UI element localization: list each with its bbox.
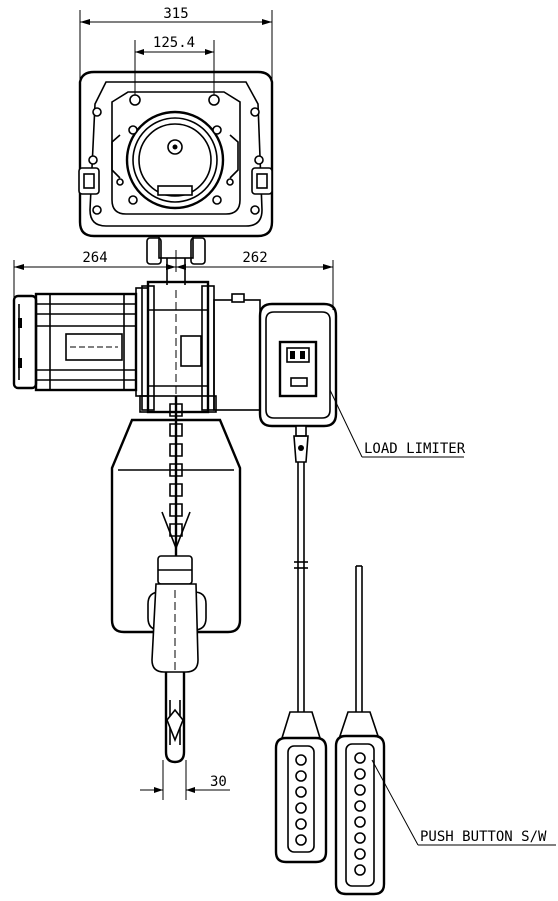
- dimension-264-label: 264: [82, 250, 107, 266]
- hook-block: [147, 555, 207, 673]
- dimension-264-262: 264 262: [13, 250, 334, 310]
- dimension-30: 30: [140, 760, 230, 800]
- load-limiter-label: LOAD LIMITER: [364, 441, 466, 457]
- pendant-switch-short: [274, 711, 328, 864]
- pendant-switch-long: [334, 711, 386, 896]
- push-button-label: PUSH BUTTON S/W: [420, 829, 547, 845]
- load-limiter-box: [278, 340, 318, 398]
- dimension-315-label: 315: [163, 6, 188, 22]
- suspension-neck: [146, 235, 206, 285]
- callout-push-button: PUSH BUTTON S/W: [371, 759, 556, 846]
- dimension-30-label: 30: [210, 774, 227, 790]
- control-box: [213, 293, 338, 428]
- dimension-262-label: 262: [242, 250, 267, 266]
- dimension-125-4-label: 125.4: [153, 35, 195, 51]
- pendant-cable-2: [355, 565, 363, 712]
- load-chain: [161, 396, 191, 560]
- hook: [164, 672, 186, 764]
- gear-body: [139, 280, 217, 414]
- dimension-315: 315: [79, 6, 273, 85]
- trolley: [78, 70, 274, 238]
- callout-load-limiter: LOAD LIMITER: [329, 389, 466, 458]
- pendant-cable-1: [293, 425, 309, 712]
- motor: [12, 287, 149, 397]
- dimension-125-4: 125.4: [134, 35, 215, 100]
